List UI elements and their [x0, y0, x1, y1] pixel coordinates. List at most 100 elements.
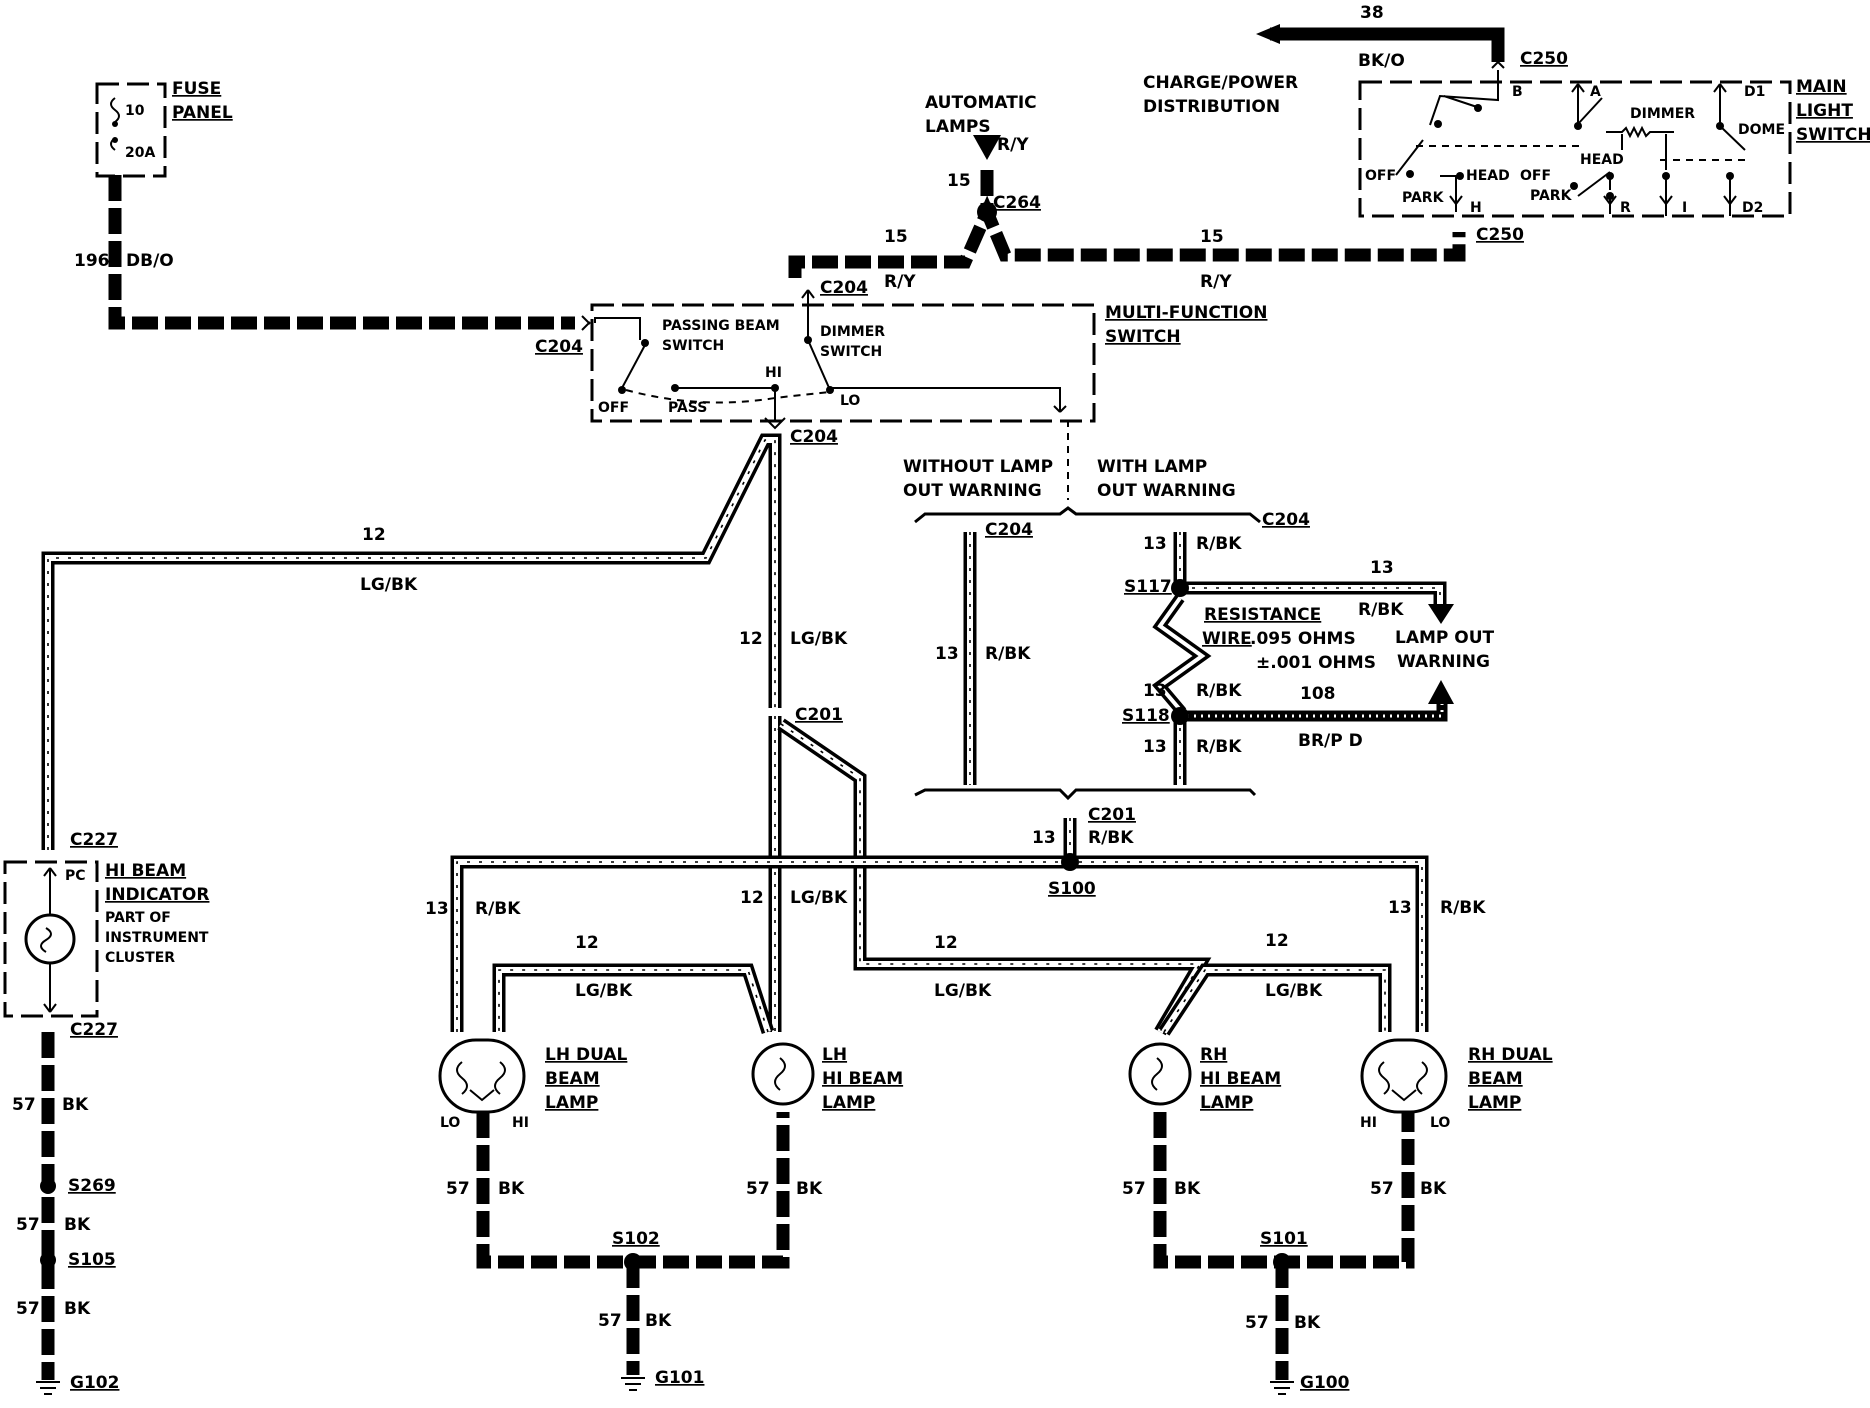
- hi-beam-indicator-note-2: INSTRUMENT: [105, 930, 209, 946]
- main-light-switch: [1358, 70, 1792, 218]
- splice-s117: S117: [1124, 577, 1172, 597]
- splice-s105: S105: [68, 1250, 116, 1270]
- mls-a: A: [1590, 84, 1601, 100]
- connector-c250-bottom: C250: [1476, 225, 1524, 245]
- wire-labels: 38 BK/O 196 DB/O 15 R/Y 15 15 R/Y R/Y 12…: [12, 3, 1486, 1333]
- lh-dual-lo: LO: [440, 1115, 460, 1131]
- wl-13-s118-above-circuit: 13: [1143, 681, 1167, 701]
- mls-r: R: [1620, 200, 1631, 216]
- wl-57-a-circuit: 57: [12, 1095, 36, 1115]
- mls-head-2: HEAD: [1580, 152, 1624, 168]
- ground-g102: G102: [70, 1373, 119, 1393]
- wl-57-g-circuit: 57: [1122, 1179, 1146, 1199]
- wl-12-mid-color: LG/BK: [790, 629, 848, 649]
- main-light-switch-title-3: SWITCH: [1796, 125, 1870, 145]
- without-lamp-out-1: WITHOUT LAMP: [903, 457, 1053, 477]
- main-light-switch-title-2: LIGHT: [1796, 101, 1853, 121]
- wl-13-s118-below-circuit: 13: [1143, 737, 1167, 757]
- wl-13-without-circuit: 13: [935, 644, 959, 664]
- wl-13-lamp-out-color: R/BK: [1358, 600, 1404, 620]
- mls-dome: DOME: [1738, 122, 1785, 138]
- mfs-off: OFF: [598, 400, 629, 416]
- rh-dual-lamp-label-2: BEAM: [1468, 1069, 1523, 1089]
- lamp-out-warning-1: LAMP OUT: [1395, 628, 1495, 648]
- connector-c250-top: C250: [1520, 49, 1568, 69]
- connector-c227-top: C227: [70, 830, 118, 850]
- mfs-title-1: MULTI-FUNCTION: [1105, 303, 1267, 323]
- wl-12-rh-color: LG/BK: [1265, 981, 1323, 1001]
- with-lamp-out-2: OUT WARNING: [1097, 481, 1236, 501]
- splice-s101: S101: [1260, 1229, 1308, 1249]
- wl-57-f-color: BK: [645, 1311, 672, 1331]
- ground-symbols: [36, 1377, 1294, 1395]
- mls-off-1: OFF: [1365, 168, 1396, 184]
- lh-dual-lamp-label-3: LAMP: [545, 1093, 598, 1113]
- wl-108-color: BR/P D: [1298, 731, 1363, 751]
- wl-13-without-color: R/BK: [985, 644, 1031, 664]
- splice-dots: [40, 202, 1291, 1271]
- passing-beam-2: SWITCH: [662, 338, 724, 354]
- lh-hi-lamp-label-2: HI BEAM: [822, 1069, 903, 1089]
- wl-13-left-circuit: 13: [425, 899, 449, 919]
- lamp-out-warning-arrows: [1428, 604, 1454, 704]
- rh-dual-beam-lamp: [1360, 1038, 1448, 1114]
- hi-beam-indicator-title-1: HI BEAM: [105, 861, 186, 881]
- fuse-panel-title-2: PANEL: [172, 103, 233, 123]
- wl-13-s117-above-color: R/BK: [1196, 534, 1242, 554]
- wl-57-a-color: BK: [62, 1095, 89, 1115]
- mfs-lo: LO: [840, 393, 860, 409]
- lh-dual-lamp-label-1: LH DUAL: [545, 1045, 628, 1065]
- mls-d2: D2: [1742, 200, 1763, 216]
- wl-12-top-circuit: 12: [362, 525, 386, 545]
- connector-c227-bottom: C227: [70, 1020, 118, 1040]
- wl-13-c201-color: R/BK: [1088, 828, 1134, 848]
- wl-57-e-color: BK: [796, 1179, 823, 1199]
- wl-13-left-color: R/BK: [475, 899, 521, 919]
- rh-dual-lamp-label-3: LAMP: [1468, 1093, 1521, 1113]
- resistance-label-3: .095 OHMS: [1250, 629, 1356, 649]
- rh-hi-lamp-label-3: LAMP: [1200, 1093, 1253, 1113]
- lh-dual-lamp-label-2: BEAM: [545, 1069, 600, 1089]
- wl-ry-right: R/Y: [1200, 272, 1232, 292]
- hi-beam-indicator-title-2: INDICATOR: [105, 885, 209, 905]
- charge-power-1: CHARGE/POWER: [1143, 73, 1298, 93]
- wl-57-g-color: BK: [1174, 1179, 1201, 1199]
- connector-c204-without: C204: [985, 520, 1033, 540]
- wl-108-circuit: 108: [1300, 684, 1336, 704]
- mls-head-1: HEAD: [1466, 168, 1510, 184]
- connector-c201-right: C201: [1088, 805, 1136, 825]
- ground-g100: G100: [1300, 1373, 1350, 1393]
- connector-c204-left: C204: [535, 337, 583, 357]
- wl-15a-circuit: 15: [947, 171, 971, 191]
- wl-196-color: DB/O: [126, 251, 174, 271]
- fuse-number: 10: [125, 103, 145, 119]
- resistance-label-4: ±.001 OHMS: [1256, 653, 1376, 673]
- lh-hi-lamp-label-1: LH: [822, 1045, 847, 1065]
- wire-196-db-o: [108, 175, 575, 330]
- dimmer-switch-1: DIMMER: [820, 324, 885, 340]
- wl-bko-color: BK/O: [1358, 51, 1405, 71]
- splice-s118: S118: [1122, 706, 1170, 726]
- mfs-pass: PASS: [668, 400, 707, 416]
- wl-12-mid-circuit: 12: [739, 629, 763, 649]
- wl-lgbk-top-color: LG/BK: [360, 575, 418, 595]
- mls-b: B: [1512, 84, 1523, 100]
- wl-13-c201-circuit: 13: [1032, 828, 1056, 848]
- rh-hi-lamp-label-1: RH: [1200, 1045, 1227, 1065]
- wl-13-lamp-out-circuit: 13: [1370, 558, 1394, 578]
- resistance-label-2: WIRE: [1202, 629, 1252, 649]
- connector-c201-left: C201: [795, 705, 843, 725]
- rh-hi-beam-lamp: [1128, 1042, 1192, 1106]
- ground-g101: G101: [655, 1368, 704, 1388]
- wl-12-rh-circuit: 12: [1265, 931, 1289, 951]
- mls-i: I: [1682, 200, 1687, 216]
- wl-57-b-color: BK: [64, 1215, 91, 1235]
- with-lamp-out-1: WITH LAMP: [1097, 457, 1207, 477]
- splice-s269: S269: [68, 1176, 116, 1196]
- charge-power-2: DISTRIBUTION: [1143, 97, 1280, 117]
- wl-12-lh-color: LG/BK: [575, 981, 633, 1001]
- fuse-rating: 20A: [125, 145, 155, 161]
- connector-c204-with: C204: [1262, 510, 1310, 530]
- mfs-hi: HI: [765, 365, 782, 381]
- wl-13-right-circuit: 13: [1388, 898, 1412, 918]
